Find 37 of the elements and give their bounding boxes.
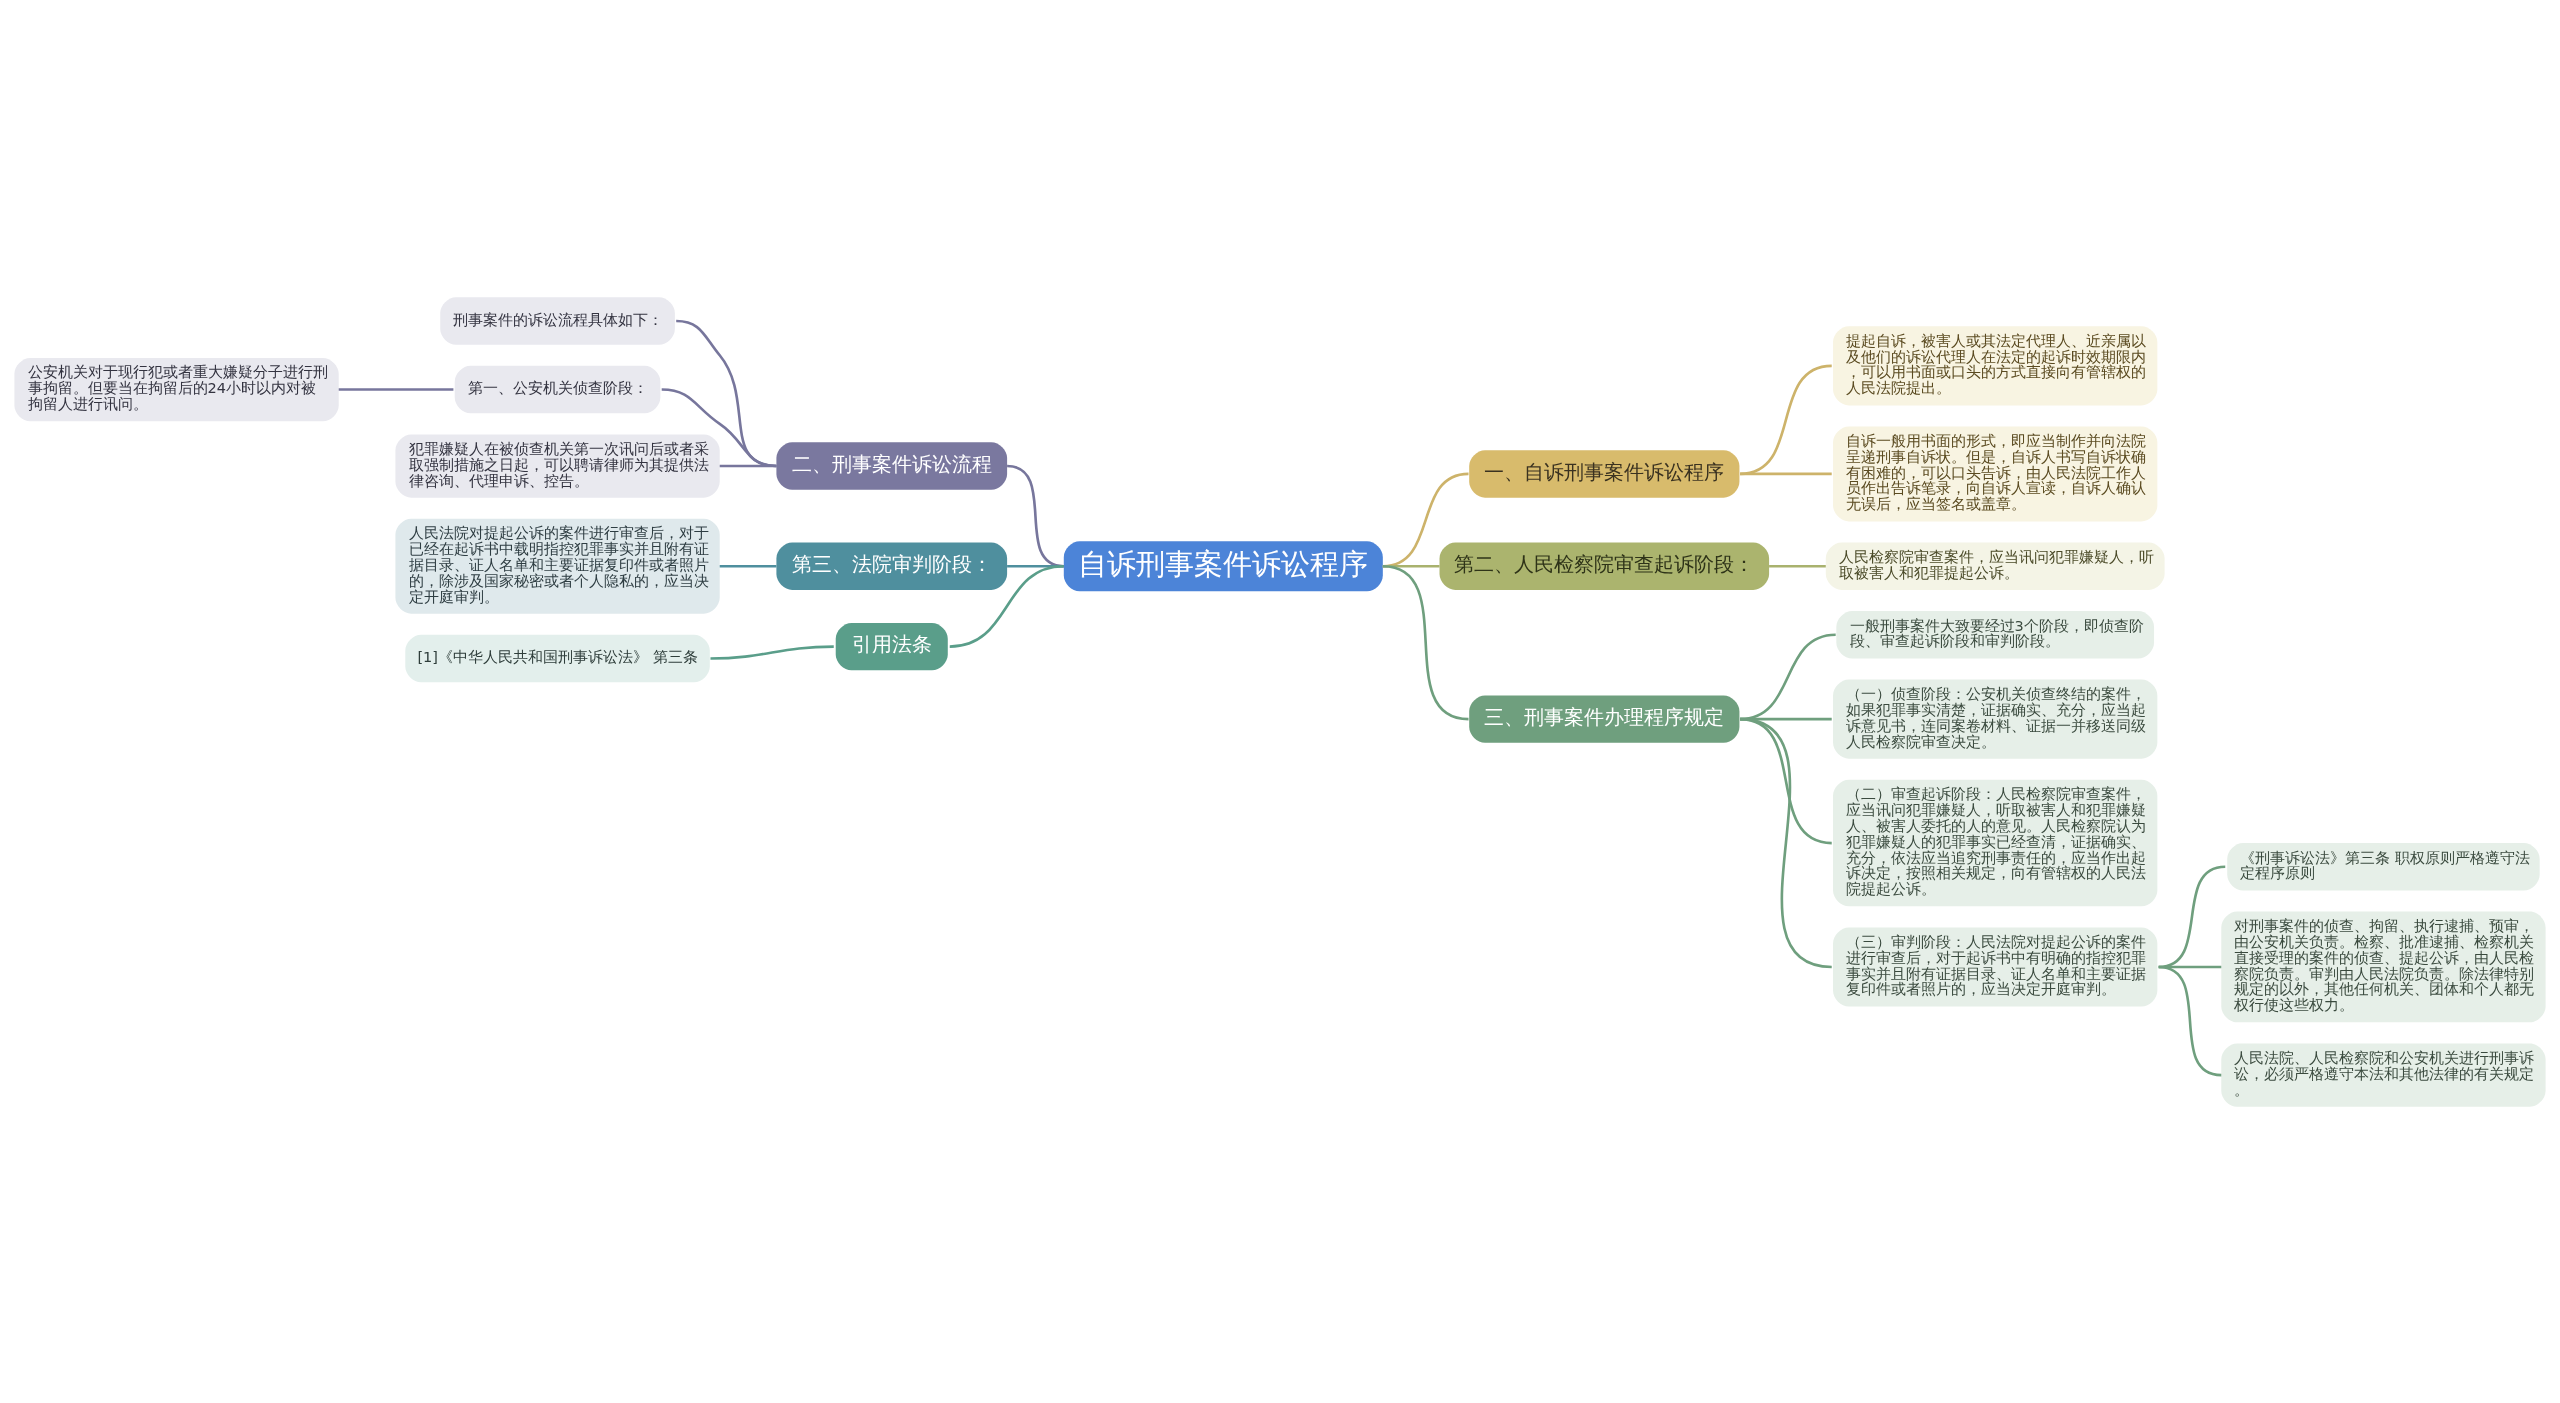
node-box: 自诉刑事案件诉讼程序: [1063, 540, 1383, 591]
node-box: 对刑事案件的侦查、拘留、执行逮捕、预审，由公安机关负责。检察、批准逮捕、检察机关直接受理的案件的侦查、提起公诉，由人民检察院负责。审判由人民法院负责。除法律特别规定的以外，其他任何机关、团体和个人都无权行使这些权力。: [2221, 911, 2546, 1022]
node-box: 提起自诉，被害人或其法定代理人、近亲属以及他们的诉讼代理人在法定的起诉时效期限内，可以用书面或口头的方式直接向有管辖权的人民法院提出。: [1833, 325, 2158, 405]
connector: [661, 387, 777, 467]
node-box: 人民法院、人民检察院和公安机关进行刑事诉讼，必须严格遵守本法和其他法律的有关规定。: [2221, 1042, 2546, 1107]
node-box: 《刑事诉讼法》第三条 职权原则严格遵守法定程序原则: [2227, 842, 2540, 890]
connector: [1382, 564, 1469, 720]
node-box: 人民法院对提起公诉的案件进行审查后，对于已经在起诉书中载明指控犯罪事实并且附有证据目录、证人名单和主要证据复印件或者照片的，除涉及国家秘密或者个人隐私的，应当决定开庭审判。: [395, 518, 720, 614]
connector: [949, 564, 1064, 648]
connector: [1739, 717, 1832, 968]
connector: [719, 464, 777, 467]
node-box: 引用法条: [835, 622, 948, 670]
connector: [1739, 364, 1832, 475]
node-box: 一、自诉刑事案件诉讼程序: [1469, 449, 1740, 498]
node-box: 自诉一般用书面的形式，即应当制作并向法院呈递刑事自诉状。但是，自诉人书写自诉状确有困难的，可以口头告诉，由人民法院工作人员作出告诉笔录，向自诉人宣读，自诉人确认无误后，应当签名或盖章。: [1833, 425, 2158, 521]
node-box: 人民检察院审查案件，应当讯问犯罪嫌疑人，听取被害人和犯罪提起公诉。: [1825, 542, 2165, 590]
connector: [1769, 564, 1826, 568]
connector: [719, 564, 777, 568]
node-box: 公安机关对于现行犯或者重大嫌疑分子进行刑事拘留。但要当在拘留后的24小时以内对被拘留人进行讯问。: [14, 357, 339, 421]
node-box: （一）侦查阶段：公安机关侦查终结的案件，如果犯罪事实清楚，证据确实、充分，应当起诉意见书，连同案卷材料、证据一并移送同级人民检察院审查决定。: [1833, 679, 2158, 759]
node-box: 一般刑事案件大致要经过3个阶段，即侦查阶段、审查起诉阶段和审判阶段。: [1836, 610, 2155, 658]
connector: [338, 387, 454, 391]
node-box: 犯罪嫌疑人在被侦查机关第一次讯问后或者采取强制措施之日起，可以聘请律师为其提供法律咨询、代理申诉、控告。: [395, 433, 720, 498]
node-box: 第二、人民检察院审查起诉阶段：: [1439, 542, 1770, 590]
connector: [710, 644, 834, 660]
node-box: 第三、法院审判阶段：: [776, 542, 1008, 590]
node-box: 第一、公安机关侦查阶段：: [454, 365, 661, 413]
node-box: [1]《中华人民共和国刑事诉讼法》 第三条: [405, 634, 710, 682]
connector: [676, 319, 777, 467]
node-box: （二）审查起诉阶段：人民检察院审查案件，应当讯问犯罪嫌疑人，听取被害人和犯罪嫌疑人、被害人委托的人的意见。人民检察院认为犯罪嫌疑人的犯罪事实已经查清，证据确实、充分，依法应当追究刑事责任的，应当作出起诉决定，按照相关规定，向有管辖权的人民法院提起公诉。: [1833, 779, 2158, 906]
connector: [2158, 965, 2222, 1076]
node-box: 三、刑事案件办理程序规定: [1469, 694, 1740, 743]
connector: [1740, 472, 1832, 475]
node-box: 二、刑事案件诉讼流程: [776, 441, 1008, 490]
node-box: （三）审判阶段：人民法院对提起公诉的案件进行审查后，对于起诉书中有明确的指控犯罪事实并且附有证据目录、证人名单和主要证据复印件或者照片的，应当决定开庭审判。: [1833, 926, 2158, 1007]
connector: [2158, 865, 2226, 968]
node-box: 刑事案件的诉讼流程具体如下：: [440, 296, 675, 345]
